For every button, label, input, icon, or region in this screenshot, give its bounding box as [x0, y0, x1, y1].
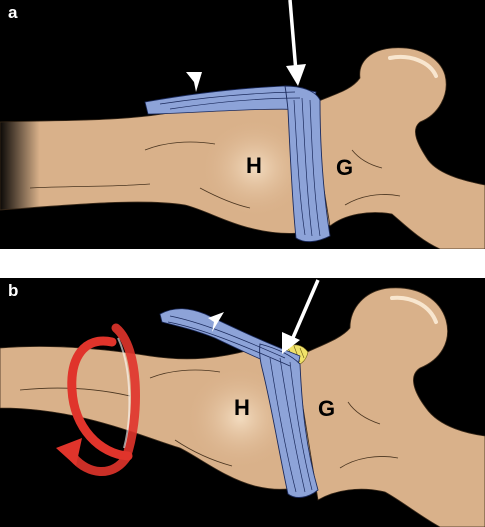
humeral-head-highlight — [200, 118, 310, 218]
subscapularis-tendon-band — [284, 85, 331, 243]
panel-letter-b: b — [8, 281, 19, 300]
glenoid-highlight — [388, 55, 438, 78]
panel-a: a H G — [0, 0, 485, 249]
panel-b: b H G — [0, 278, 485, 527]
arrowhead-icon — [186, 72, 202, 92]
panel-letter-a: a — [8, 3, 18, 22]
tendon-fibers — [167, 315, 313, 493]
tendon-fibers — [159, 91, 321, 237]
arrowhead-icon — [208, 312, 224, 332]
glenoid-label-a: G — [336, 155, 354, 180]
humerus-label-a: H — [246, 153, 262, 178]
glenoid-label-b: G — [318, 396, 336, 421]
rotation-arrow-icon — [56, 323, 140, 476]
bone-shading — [19, 369, 399, 469]
glenoid-highlight — [390, 295, 438, 324]
glenoid — [294, 287, 485, 527]
panel-a-illustration — [0, 0, 485, 249]
white-arrow-icon — [286, 0, 306, 86]
glenoid — [309, 47, 485, 249]
white-arrow-icon — [282, 279, 320, 354]
panel-b-illustration — [0, 279, 485, 527]
bone-shading — [29, 141, 401, 209]
humerus-label-b: H — [234, 395, 250, 420]
